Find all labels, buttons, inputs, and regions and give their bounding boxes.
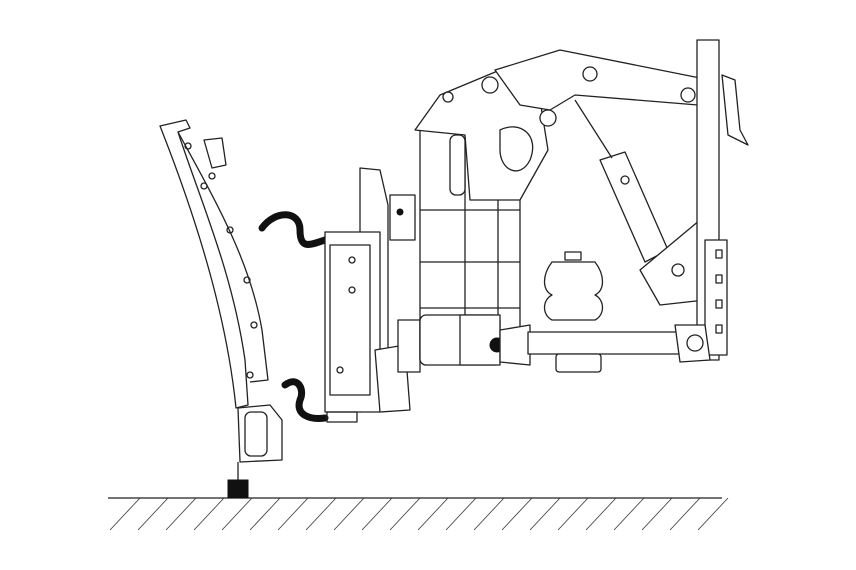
hatch-line — [445, 497, 477, 531]
hydraulic-cylinder — [599, 151, 669, 263]
hatch-line — [277, 497, 309, 531]
blade-rib — [177, 131, 269, 383]
hatch-line — [389, 497, 421, 531]
latch-handle — [721, 74, 749, 146]
pivot-frame — [324, 167, 421, 423]
hatch-line — [193, 497, 225, 531]
ground — [108, 497, 729, 531]
hatch-line — [529, 497, 561, 531]
hatch-line — [697, 497, 729, 531]
cutting-edge-block — [227, 479, 249, 499]
truck-mount-plate — [696, 39, 749, 361]
hatch-line — [221, 497, 253, 531]
hatch-line — [613, 497, 645, 531]
ground-hatching — [109, 497, 729, 531]
hatch-line — [249, 497, 281, 531]
hatch-line — [473, 497, 505, 531]
plow-blade — [159, 119, 283, 499]
hatch-line — [501, 497, 533, 531]
hatch-line — [557, 497, 589, 531]
lift-arm — [494, 49, 706, 306]
hatch-line — [417, 497, 449, 531]
blade-shoe — [237, 404, 283, 463]
hatch-line — [361, 497, 393, 531]
hatch-line — [137, 497, 169, 531]
hatch-line — [585, 497, 617, 531]
hatch-line — [641, 497, 673, 531]
blade-top-bracket — [203, 137, 227, 169]
push-beam — [419, 314, 711, 366]
hatch-line — [165, 497, 197, 531]
hatch-line — [109, 497, 141, 531]
hatch-line — [669, 497, 701, 531]
air-spring — [543, 251, 604, 373]
hatch-line — [305, 497, 337, 531]
hydraulic-hose-upper — [258, 211, 329, 248]
hatch-line — [333, 497, 365, 531]
hydraulic-hose-lower — [281, 378, 329, 422]
moldboard — [159, 119, 249, 409]
